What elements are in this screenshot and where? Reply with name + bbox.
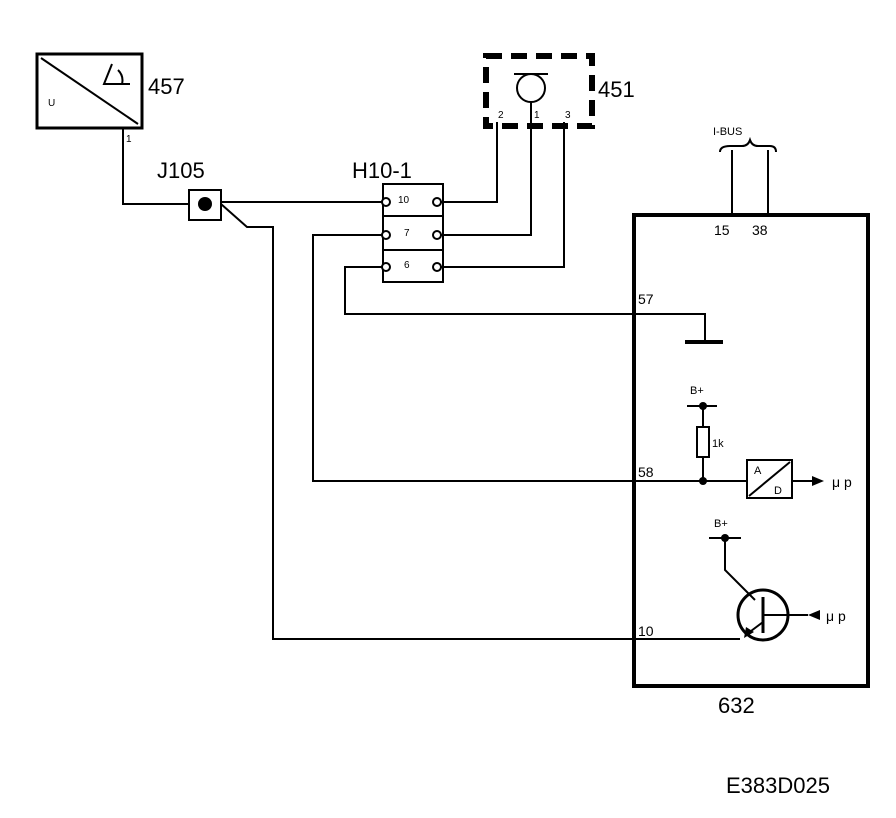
wire-h10-switch-pin1 bbox=[441, 102, 532, 236]
ecu-pin-label: 10 bbox=[638, 623, 654, 639]
resistor-icon bbox=[696, 426, 710, 458]
collector-wire bbox=[724, 538, 756, 601]
adc-label-d: D bbox=[774, 485, 782, 497]
mu-p-label: μ p bbox=[826, 608, 846, 624]
supply-label: B+ bbox=[714, 518, 728, 530]
pin-hole-icon bbox=[432, 262, 442, 272]
switch-pin-label: 1 bbox=[534, 110, 540, 121]
junction-j105-label: J105 bbox=[157, 158, 205, 183]
wire-457-j105 bbox=[122, 128, 189, 205]
figure-code: E383D025 bbox=[726, 773, 830, 798]
pin-hole-icon bbox=[432, 230, 442, 240]
wires bbox=[122, 102, 747, 640]
pin-hole-icon bbox=[381, 262, 391, 272]
sensor-457-inner-label: U bbox=[48, 98, 55, 109]
arrow-left-icon bbox=[808, 610, 820, 620]
connector-pin-label: 7 bbox=[404, 228, 410, 239]
adc-diagonal bbox=[748, 461, 791, 497]
supply-label: B+ bbox=[690, 385, 704, 397]
switch-451-dashed-box bbox=[483, 53, 595, 129]
temperature-gauge-icon bbox=[102, 63, 130, 85]
sensor-457-box bbox=[35, 52, 144, 130]
mu-p-label: μ p bbox=[832, 474, 852, 490]
ecu-pin-label: 57 bbox=[638, 291, 654, 307]
switch-451-label: 451 bbox=[598, 77, 635, 102]
pin-hole-icon bbox=[432, 197, 442, 207]
sensor-457-pin: 1 bbox=[126, 134, 132, 145]
connector-h10-1: 10 7 6 H10-1 bbox=[352, 158, 444, 283]
adc-label-a: A bbox=[754, 465, 762, 477]
ecu-bus-pin-label: 15 bbox=[714, 222, 730, 238]
sensor-457-diagonal bbox=[40, 57, 139, 125]
ibus-label: I-BUS bbox=[713, 126, 742, 138]
switch-451: 2 1 3 451 bbox=[483, 53, 635, 129]
wire-h10-switch-pin3 bbox=[441, 122, 565, 268]
switch-pin-label: 3 bbox=[565, 110, 571, 121]
ground-wire bbox=[634, 313, 706, 342]
connector-h10-1-label: H10-1 bbox=[352, 158, 412, 183]
sensor-457: U 1 457 bbox=[35, 52, 185, 145]
emitter-arrow-icon bbox=[744, 627, 754, 638]
junction-dot-icon bbox=[198, 197, 212, 211]
junction-j105: J105 bbox=[157, 158, 222, 221]
ecu-pin-label: 58 bbox=[638, 464, 654, 480]
adc-box bbox=[746, 459, 793, 499]
pin-hole-icon bbox=[381, 197, 391, 207]
arrow-right-icon bbox=[812, 476, 824, 486]
wire-h10-switch-pin2 bbox=[441, 122, 498, 203]
sensor-457-label: 457 bbox=[148, 74, 185, 99]
resistor-label: 1k bbox=[712, 438, 724, 450]
ibus-brace bbox=[719, 136, 777, 153]
lamp-icon bbox=[516, 73, 546, 103]
switch-pin-label: 2 bbox=[498, 110, 504, 121]
connector-pin-label: 6 bbox=[404, 260, 410, 271]
wire-j105-ecu-pin10 bbox=[220, 203, 740, 640]
wire-h10-ecu-pin57 bbox=[344, 266, 634, 315]
ecu-632: 632 I-BUS 15 38 57 58 10 B+ 1k A D μ p B… bbox=[632, 126, 870, 718]
ecu-632-box bbox=[632, 213, 870, 688]
connector-pin-label: 10 bbox=[398, 195, 410, 206]
ecu-bus-pin-label: 38 bbox=[752, 222, 768, 238]
wire-h10-ecu-pin58 bbox=[312, 234, 747, 482]
ecu-632-label: 632 bbox=[718, 693, 755, 718]
pin-hole-icon bbox=[381, 230, 391, 240]
